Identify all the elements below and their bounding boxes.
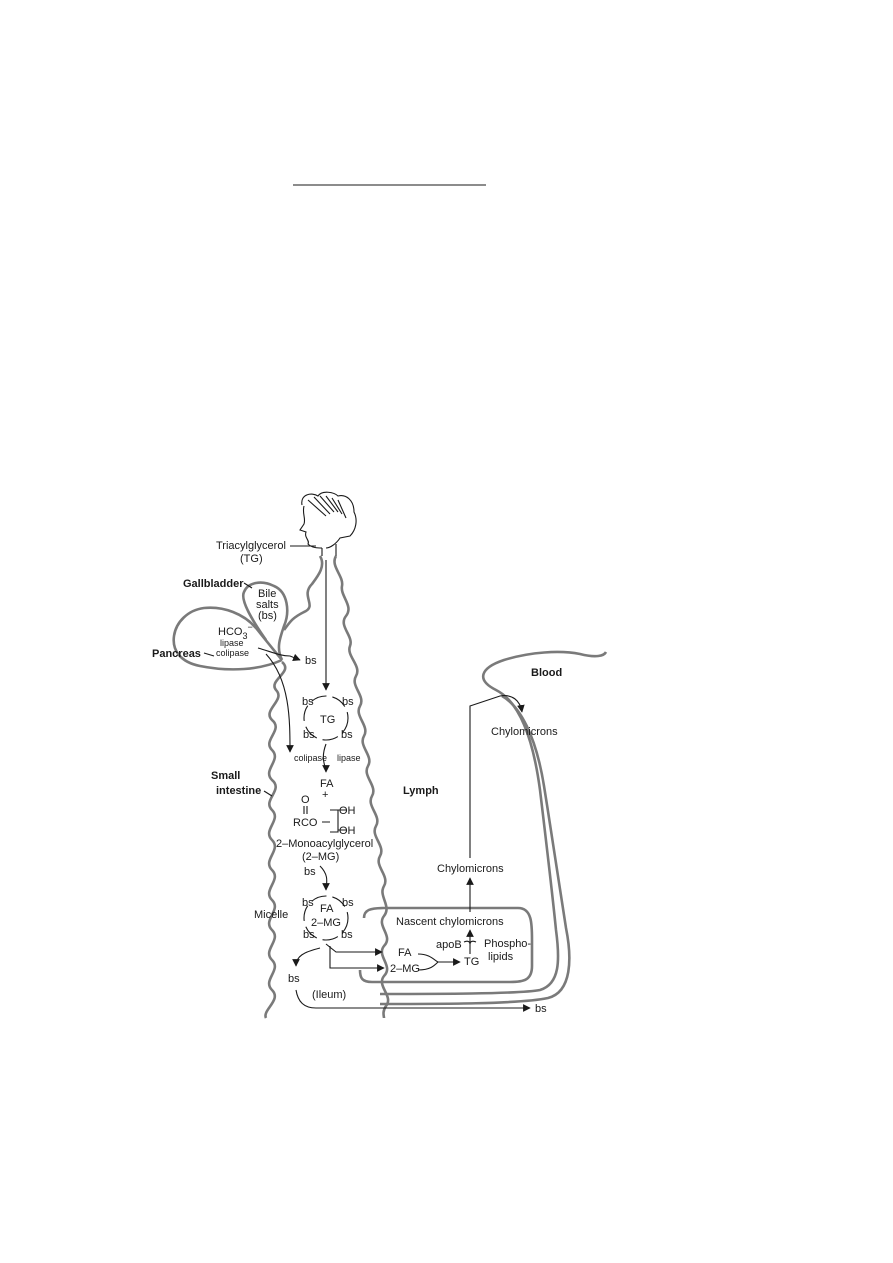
label-phospho: Phospho- (484, 938, 531, 950)
label-pancreas: Pancreas (152, 648, 201, 660)
label-chylomicrons-blood: Chylomicrons (491, 726, 558, 738)
label-mg-abbr: (2–MG) (302, 851, 339, 863)
label-bs-lr: bs (341, 729, 353, 741)
label-lipids: lipids (488, 951, 514, 963)
label-fa: FA (320, 778, 334, 790)
head-illustration (299, 491, 357, 556)
arrow-bs-recycle (292, 947, 321, 967)
blood-vessel-inner (379, 694, 571, 1006)
label-tg-abbr: (TG) (240, 553, 263, 565)
label-bs-ul: bs (302, 696, 314, 708)
emulsion-droplet (303, 695, 349, 741)
label-colipase-2: colipase (294, 753, 327, 763)
carbonyl-bond (303, 806, 308, 814)
arrow-to-fa (322, 743, 330, 773)
micelle-droplet (303, 895, 349, 941)
label-bs-micelle-lr: bs (341, 929, 353, 941)
arrow-pancreas-to-colipase (265, 653, 294, 753)
label-bs-before-micelle: bs (304, 866, 316, 878)
lymph-vessel (358, 906, 534, 984)
label-mg-cell: 2–MG (390, 963, 420, 975)
label-bs-micelle-ul: bs (302, 897, 314, 909)
label-blood: Blood (531, 667, 562, 679)
label-bs-ur: bs (342, 696, 354, 708)
label-triacylglycerol: Triacylglycerol (216, 540, 286, 552)
label-bs-paren: (bs) (258, 610, 277, 622)
label-tg-cell: TG (464, 956, 479, 968)
label-lymph: Lymph (403, 785, 439, 797)
label-ileum: (Ileum) (312, 989, 346, 1001)
intestine-wall-left (264, 555, 324, 1019)
arrow-apob (463, 940, 477, 945)
gallbladder-outline (241, 581, 289, 661)
label-fa-micelle: FA (320, 903, 334, 915)
arrow-ileum-bs (295, 989, 531, 1012)
label-mg-micelle: 2–MG (311, 917, 341, 929)
arrow-to-tg (417, 953, 460, 971)
label-plus: + (322, 789, 328, 801)
label-chylomicrons-lymph: Chylomicrons (437, 863, 504, 875)
label-intestine: intestine (216, 785, 261, 797)
label-bile: Bile (258, 588, 276, 600)
label-bs-micelle-ur: bs (342, 897, 354, 909)
label-monoacylglycerol: 2–Monoacylglycerol (276, 838, 373, 850)
label-o: O (301, 794, 310, 806)
arrow-bile-to-bs (257, 647, 301, 662)
label-bs-end: bs (535, 1003, 547, 1015)
leader-gallbladder (243, 582, 253, 589)
leader-pancreas (203, 652, 215, 657)
label-lipase: lipase (220, 638, 244, 648)
label-hco3: HCO3− (218, 622, 253, 641)
label-bs-bottom: bs (288, 973, 300, 985)
blood-vessel-outer (379, 650, 608, 996)
label-bs-micelle-ll: bs (303, 929, 315, 941)
label-oh-bottom: OH (339, 825, 356, 837)
label-apob: apoB (436, 939, 462, 951)
label-bs-ll: bs (303, 729, 315, 741)
label-fa-cell: FA (398, 947, 412, 959)
arrow-lymph-to-blood (469, 695, 525, 858)
label-oh-top: OH (339, 805, 356, 817)
arrow-micelle-to-fa (325, 943, 383, 956)
label-salts: salts (256, 599, 279, 611)
leader-intestine (263, 790, 273, 797)
rco-bracket (322, 809, 346, 833)
intestine-wall-right (333, 555, 390, 1019)
pancreas-outline (172, 606, 283, 671)
label-nascent: Nascent chylomicrons (396, 916, 504, 928)
label-bs-top: bs (305, 655, 317, 667)
label-lipase-2: lipase (337, 753, 361, 763)
label-tg-circle: TG (320, 714, 335, 726)
label-gallbladder: Gallbladder (183, 578, 244, 590)
label-micelle: Micelle (254, 909, 288, 921)
label-small: Small (211, 770, 240, 782)
arrow-to-micelle (319, 865, 330, 891)
label-colipase: colipase (216, 648, 249, 658)
label-rco: RCO (293, 817, 318, 829)
arrow-micelle-to-mg (329, 946, 385, 972)
